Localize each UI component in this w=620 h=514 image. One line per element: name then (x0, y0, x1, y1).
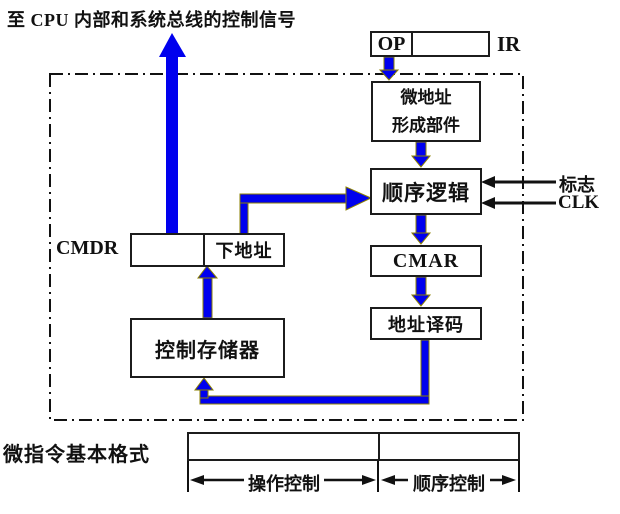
decoder-to-memory-path (194, 339, 430, 405)
control-signal-out-arrow (159, 33, 186, 233)
control-signal-caption: 至 CPU 内部和系统总线的控制信号 (7, 10, 296, 30)
maf-line2: 形成部件 (392, 115, 460, 135)
dashed-boundary (49, 73, 524, 421)
cmar-to-decoder-arrow (410, 276, 432, 307)
format-register (187, 432, 520, 461)
flag-label: 标志 (559, 175, 595, 195)
sequence-logic-box: 顺序逻辑 (370, 168, 482, 215)
cmdr-next-address-field: 下地址 (215, 241, 273, 261)
cmdr-label: CMDR (56, 237, 119, 259)
memory-to-cmdr-arrow (197, 265, 219, 319)
cmar-box: CMAR (370, 245, 482, 277)
ir-opcode-field: OP (372, 33, 413, 55)
clk-label: CLK (558, 192, 600, 213)
format-title: 微指令基本格式 (3, 444, 150, 466)
cmdr-control-field (132, 235, 205, 265)
operation-control-label: 操作控制 (248, 474, 320, 494)
nextaddr-to-seqlogic-path (239, 186, 373, 235)
address-decoder-box: 地址译码 (370, 307, 482, 340)
clk-input-arrow (481, 197, 556, 209)
flag-input-arrow (481, 176, 556, 188)
control-memory-box: 控制存储器 (130, 318, 285, 378)
sequence-control-label: 顺序控制 (413, 474, 485, 494)
ir-address-field (413, 33, 488, 55)
format-field-dividers (187, 459, 520, 492)
format-sequence-field (380, 434, 518, 459)
format-operation-field (189, 434, 380, 459)
maf-line1: 微地址 (400, 88, 452, 108)
ir-to-maf-arrow (378, 56, 400, 81)
seqlogic-to-cmar-arrow (410, 214, 432, 245)
sequence-control-span-arrows (381, 475, 516, 485)
ir-register: OP (370, 31, 490, 57)
micro-address-former-box: 微地址 形成部件 (371, 81, 481, 142)
maf-to-seqlogic-arrow (410, 141, 432, 168)
ir-label: IR (497, 32, 521, 56)
cmdr-register: 下地址 (130, 233, 285, 267)
operation-control-span-arrows (190, 475, 376, 485)
